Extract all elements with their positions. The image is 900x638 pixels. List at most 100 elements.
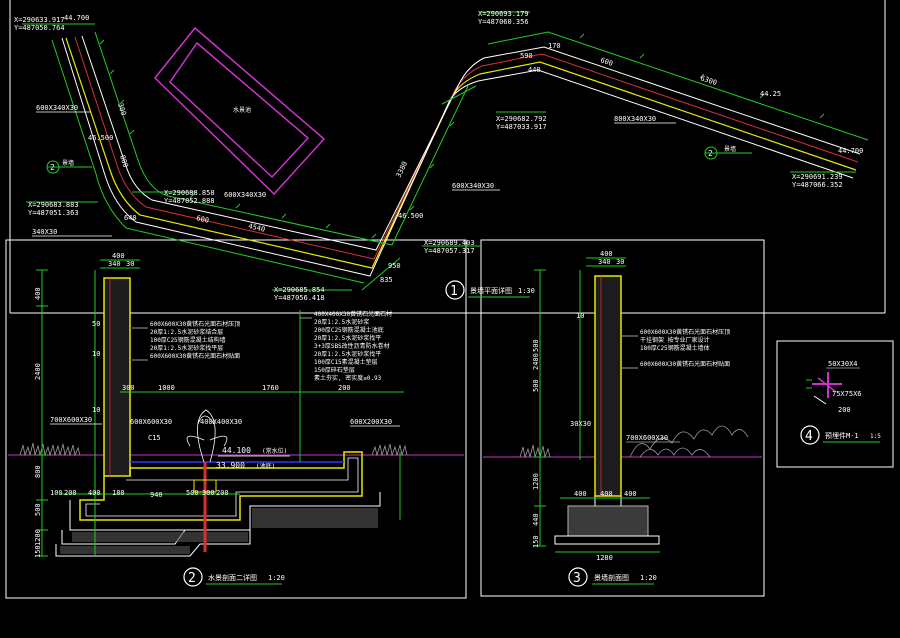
s2-dim-top-3: 30 xyxy=(126,260,134,268)
pool-outline xyxy=(153,26,326,196)
plan-wall xyxy=(61,35,861,277)
s2-dim-bottom-1: 100 xyxy=(50,489,63,497)
detail-4-labels: 50X30X4 75X75X6 200 xyxy=(826,360,862,414)
coord-x-7: X=290689.403 xyxy=(424,239,475,247)
elev-water: 44.100 xyxy=(222,446,251,455)
s2-dim-bottom-7: 300 xyxy=(202,489,215,497)
view-scale-4: 1:5 xyxy=(870,433,881,440)
s2-note-5: 600X600X30黄锈石光面石材贴面 xyxy=(150,352,240,360)
plan-wall-specs: 600X340X30 340X30 600X340X30 600X340X30 … xyxy=(32,104,656,236)
s3-dim-left-3: 500 xyxy=(532,339,540,352)
detail-4: 50X30X4 75X75X6 200 4 预埋件M-1 1:5 xyxy=(800,360,881,445)
section-2-dim-lines xyxy=(36,259,404,557)
s3-dim-left-7: 150 xyxy=(532,535,540,548)
s2-note-r-9: 素土夯实, 密实度≥0.93 xyxy=(314,374,382,382)
s3-dim-bottom-3: 400 xyxy=(574,490,587,498)
s3-item-2: 700X600X30 xyxy=(626,434,668,442)
plan-dim-12: 440 xyxy=(528,66,541,74)
coord-y-8: Y=487066.352 xyxy=(792,181,843,189)
plan-dim-18: 600 xyxy=(196,214,210,225)
s2-item-2: 600X600X30 xyxy=(130,418,172,426)
s2-dim-mid-1: 1000 xyxy=(158,384,175,392)
plan-spec-3: 600X340X30 xyxy=(224,191,266,199)
d4-label-3: 200 xyxy=(838,406,851,414)
view-number-2: 2 xyxy=(188,571,196,586)
s2-note-r-1: 400X400X30黄锈石光面石材 xyxy=(314,310,392,318)
concrete-hatch-2 xyxy=(60,508,378,554)
view-number-circle-3 xyxy=(568,567,588,587)
plan-dim-ticks xyxy=(99,33,825,239)
s2-dim-top-1: 400 xyxy=(112,252,125,260)
coord-x-5: X=290683.883 xyxy=(28,201,79,209)
s3-dim-top-2: 340 xyxy=(598,258,611,266)
section-2-notes-left: 600X600X30黄锈石光面石材压顶 20厚1:2.5水泥砂浆结合层 100厚… xyxy=(132,320,240,361)
fountain-pump-2 xyxy=(193,479,217,493)
s3-note-4: 600X600X30黄锈石光面石材贴面 xyxy=(640,360,730,368)
coord-x-6: X=290685.854 xyxy=(274,286,325,294)
view-scale-3: 1:20 xyxy=(640,574,657,582)
plan-spec-leaders xyxy=(32,111,676,237)
s2-dim-left-5: 10 xyxy=(92,406,100,414)
s2-dim-top-2: 340 xyxy=(108,260,121,268)
wall-column-2 xyxy=(103,277,131,477)
coord-x-1: X=290633.917 xyxy=(14,16,65,24)
s2-dim-left-1: 400 xyxy=(34,287,42,300)
s2-dim-left-7: 500 xyxy=(34,503,42,516)
view-number-circle-4 xyxy=(800,425,820,445)
s3-dim-bottom-4: 400 xyxy=(624,490,637,498)
section-3: 400 340 30 10 2400 500 500 1200 440 150 … xyxy=(483,250,762,587)
grass-hatch-2 xyxy=(19,442,408,457)
d4-label-1: 50X30X4 xyxy=(828,360,858,368)
footing-3 xyxy=(554,496,660,545)
plan-dim-lines xyxy=(22,11,869,291)
s2-note-r-3: 200厚C25钢筋混凝土池底 xyxy=(314,326,384,334)
plan-dim-13: 170 xyxy=(548,42,561,50)
coord-x-4: X=290688.858 xyxy=(164,189,215,197)
s2-note-r-2: 20厚1:2.5水泥砂浆 xyxy=(314,318,369,326)
s2-item-1: 700X600X30 xyxy=(50,416,92,424)
s2-dim-bottom-8: 200 xyxy=(216,489,229,497)
s2-note-r-4: 20厚1:2.5水泥砂浆找平 xyxy=(314,334,381,342)
embed-part-drawing xyxy=(806,372,842,405)
section-3-item-labels: 30X30 700X600X30 xyxy=(570,420,680,443)
s2-dim-bottom-6: 500 xyxy=(186,489,199,497)
section-2-notes-right: 400X400X30黄锈石光面石材 20厚1:2.5水泥砂浆 200厚C25钢筋… xyxy=(300,310,392,382)
s2-dim-left-2: 2400 xyxy=(34,363,42,380)
plan-spec-1: 600X340X30 xyxy=(36,104,78,112)
view-number-1: 1 xyxy=(450,284,458,299)
view-title-2: 水景剖面二详图 xyxy=(208,573,257,582)
s2-note-r-5: 3+3厚SBS改性沥青防水卷材 xyxy=(314,342,390,350)
elev-water-note: (常水位) xyxy=(262,447,287,455)
detail-4-title: 4 预埋件M-1 1:5 xyxy=(800,425,881,445)
view-scale-1: 1:30 xyxy=(518,287,535,295)
plan-tag-label-left: 景墙 xyxy=(62,159,74,167)
wall-column-3 xyxy=(594,275,622,497)
section-3-title: 3 景墙剖面图 1:20 xyxy=(568,567,657,587)
view-number-circle-2 xyxy=(183,567,203,587)
s3-dim-bottom-2: 1280 xyxy=(596,554,613,562)
s2-item-3: 600X200X30 xyxy=(350,418,392,426)
coord-y-5: Y=487051.363 xyxy=(28,209,79,217)
section-2-item-labels: 700X600X30 600X600X30 600X200X30 400X400… xyxy=(50,416,400,442)
s3-dim-bottom-1: 400 xyxy=(600,490,613,498)
section-2-dim-values: 400 340 30 400 2400 50 10 10 800 500 120… xyxy=(34,252,351,558)
plan-view: 水景池 xyxy=(14,10,869,302)
view-title-3: 景墙剖面图 xyxy=(594,573,629,582)
section-2: 400 340 30 400 2400 50 10 10 800 500 120… xyxy=(8,252,464,587)
s2-item-4: 400X400X30 xyxy=(200,418,242,426)
coord-x-2: X=290693.179 xyxy=(478,10,529,18)
coord-x-3: X=290682.792 xyxy=(496,115,547,123)
section-3-dim-values: 400 340 30 10 2400 500 500 1200 440 150 … xyxy=(532,250,637,562)
plan-dim-7: 800 xyxy=(118,154,130,169)
view-scale-2: 1:20 xyxy=(268,574,285,582)
fountain-jet-2 xyxy=(186,409,228,463)
s2-dim-mid-3: 200 xyxy=(338,384,351,392)
plan-dim-16: 950 xyxy=(388,262,401,270)
s2-note-2: 20厚1:2.5水泥砂浆结合层 xyxy=(150,328,223,336)
coord-y-7: Y=487057.317 xyxy=(424,247,475,255)
plan-dim-9: 3380 xyxy=(395,160,410,179)
s3-dim-left-2: 2400 xyxy=(532,353,540,370)
s3-note-1: 600X600X30黄锈石光面石材压顶 xyxy=(640,328,730,336)
s2-dim-bottom-4: 180 xyxy=(112,489,125,497)
plan-tag-label-right: 景墙 xyxy=(724,145,736,153)
